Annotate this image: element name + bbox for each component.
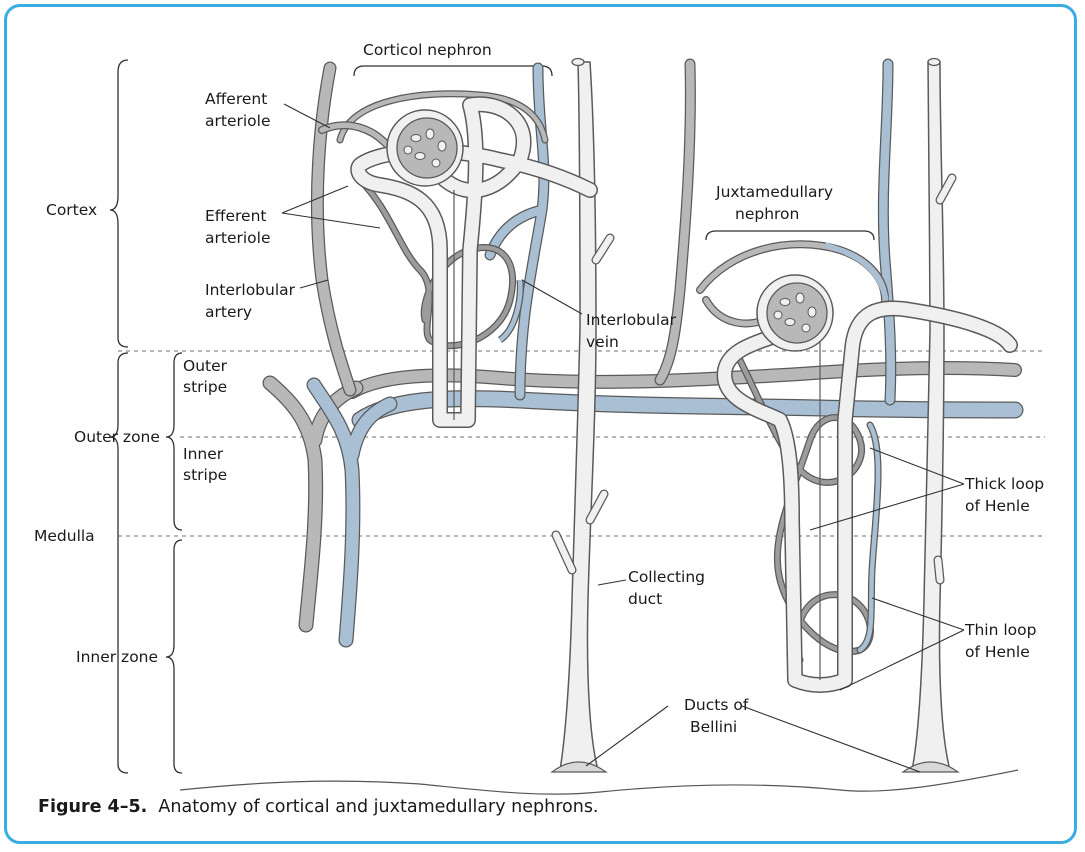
outer-zone-brace [166,353,182,530]
label-interlobular-artery-2: artery [205,303,252,321]
arcuate-artery [352,368,1015,392]
label-inner-stripe-2: stripe [183,466,227,484]
label-efferent-2: arteriole [205,229,271,247]
papilla-surface [180,770,1018,794]
collecting-duct-middle [552,59,610,773]
label-efferent-1: Efferent [205,207,266,225]
label-thick-loop-1: Thick loop [964,475,1044,493]
label-thin-loop-2: of Henle [965,643,1030,661]
label-medulla: Medulla [34,527,95,545]
label-inner-stripe-1: Inner [183,445,224,463]
label-afferent-1: Afferent [205,90,267,108]
label-collecting-duct-1: Collecting [628,568,705,586]
interlobular-vein-right [883,64,890,400]
label-outer-stripe-2: stripe [183,378,227,396]
juxtamedullary-nephron [700,244,1010,685]
inner-zone-brace [166,540,182,773]
label-interlobular-artery-1: Interlobular [205,281,296,299]
figure-caption: Figure 4–5. Anatomy of cortical and juxt… [38,797,599,817]
juxtamedullary-nephron-brace [706,231,874,240]
interlobular-artery-left [317,68,350,390]
label-cortex: Cortex [46,201,97,219]
label-outer-stripe-1: Outer [183,357,228,375]
caption-number: Figure 4–5. [38,797,147,817]
cortical-nephron-brace [354,66,552,76]
caption-text: Anatomy of cortical and juxtamedullary n… [158,797,598,817]
label-outer-zone: Outer zone [74,428,160,446]
label-juxtamedullary-2: nephron [735,205,799,223]
label-interlobular-vein-1: Interlobular [586,311,677,329]
label-thick-loop-2: of Henle [965,497,1030,515]
label-bellini-2: Bellini [690,718,737,736]
medulla-brace [110,353,128,773]
label-bellini-1: Ducts of [684,696,749,714]
cortex-brace [110,60,128,347]
label-thin-loop-1: Thin loop [964,621,1036,639]
label-interlobular-vein-2: vein [586,333,619,351]
label-collecting-duct-2: duct [628,590,662,608]
label-juxtamedullary-1: Juxtamedullary [715,183,833,201]
label-afferent-2: arteriole [205,112,271,130]
interlobular-artery-right [660,64,690,380]
label-inner-zone: Inner zone [76,648,158,666]
label-cortical-nephron: Corticol nephron [363,41,492,59]
